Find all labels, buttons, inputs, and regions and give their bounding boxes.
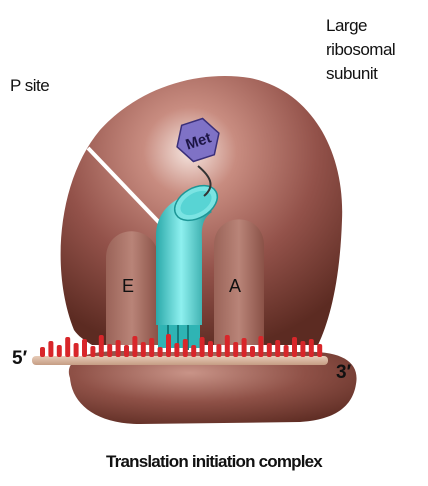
met-label: Met bbox=[184, 129, 214, 153]
